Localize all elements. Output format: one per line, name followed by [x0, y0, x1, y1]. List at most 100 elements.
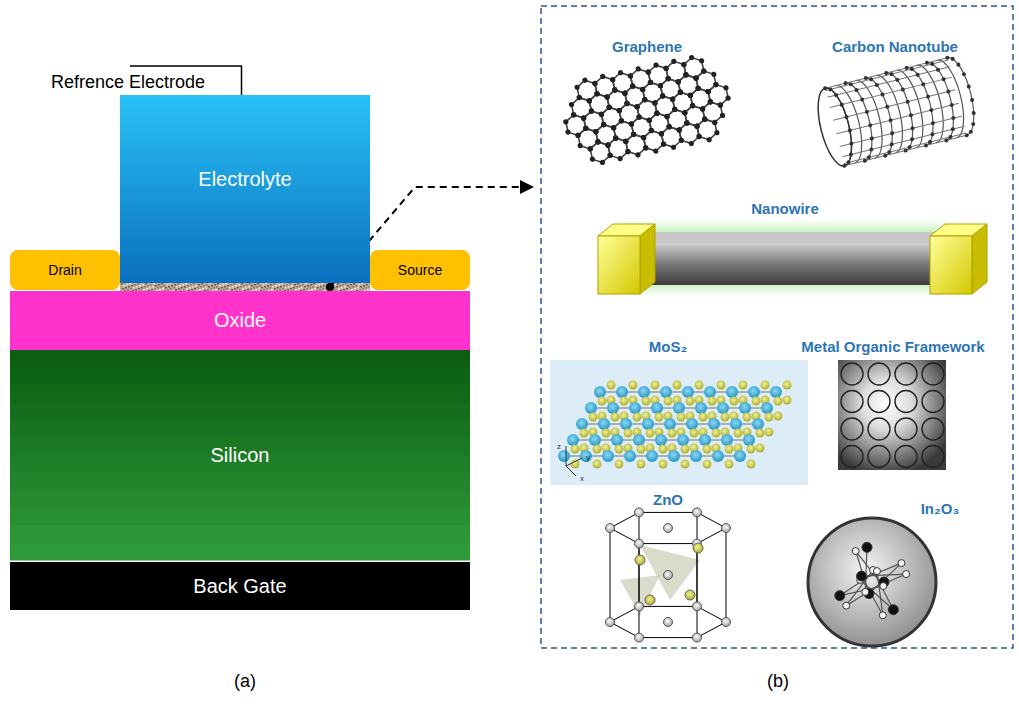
atom	[645, 595, 655, 605]
sensing-grain	[129, 283, 131, 285]
sensing-grain	[121, 283, 123, 285]
molybdenum-atom	[598, 418, 610, 430]
electrode-label: Refrence Electrode	[51, 72, 205, 93]
carbon-atom	[576, 94, 582, 100]
pore	[868, 418, 890, 440]
sensing-grain	[278, 284, 280, 286]
carbon-atom	[946, 89, 951, 94]
sensing-grain	[225, 283, 227, 285]
sensing-grain	[125, 287, 127, 289]
pore	[922, 363, 944, 385]
carbon-atom	[630, 83, 636, 89]
sensing-grain	[248, 286, 250, 288]
carbon-atom	[664, 113, 670, 119]
carbon-atom	[696, 133, 702, 139]
sensing-grain	[232, 286, 234, 288]
zno-art	[606, 508, 731, 642]
atom	[693, 633, 702, 642]
carbon-atom	[689, 103, 695, 109]
tube-line	[840, 116, 962, 146]
carbon-atom	[586, 98, 592, 104]
sensing-grain	[299, 285, 301, 287]
sensing-grain	[179, 285, 181, 287]
sensing-grain	[235, 285, 237, 287]
carbon-atom	[583, 125, 589, 131]
node-label: Electrolyte	[198, 168, 291, 191]
sensing-grain	[349, 287, 351, 289]
sulfur-atom	[624, 429, 633, 438]
sulfur-atom	[681, 460, 690, 469]
carbon-atom	[675, 79, 681, 85]
sensing-grain	[193, 283, 195, 285]
sensing-grain	[286, 284, 288, 286]
material-title: ZnO	[653, 491, 683, 508]
carbon-atom	[657, 83, 663, 89]
carbon-atom	[627, 73, 633, 79]
hexagon	[618, 102, 640, 126]
wire-body	[640, 243, 930, 285]
carbon-atom	[676, 127, 682, 133]
carbon-atom	[612, 87, 618, 93]
sensing-grain	[222, 284, 224, 286]
atom	[873, 568, 880, 575]
sensing-grain	[245, 287, 247, 289]
sensing-grain	[297, 283, 299, 285]
carbon-atom	[618, 118, 624, 124]
arrow-head	[520, 180, 534, 194]
carbon-atom	[646, 117, 652, 123]
atom	[635, 508, 644, 517]
carbon-atom	[618, 118, 624, 124]
carbon-atom	[949, 103, 954, 108]
sensing-grain	[264, 286, 266, 288]
sensing-grain	[306, 288, 308, 290]
sensing-grain	[145, 283, 147, 285]
silicon-band	[10, 385, 470, 403]
sensing-grain	[272, 286, 274, 288]
carbon-atom	[907, 145, 912, 150]
silicon-band	[10, 543, 470, 561]
hexagon	[630, 115, 652, 139]
carbon-atom	[689, 54, 695, 60]
carbon-atom	[671, 58, 677, 64]
carbon-atom	[652, 100, 658, 106]
carbon-atom	[694, 123, 700, 129]
molybdenum-atom	[558, 450, 570, 462]
carbon-atom	[885, 104, 890, 109]
sulfur-atom	[725, 445, 734, 454]
carbon-atom	[611, 125, 617, 131]
sensing-grain	[336, 286, 338, 288]
sensing-grain	[241, 283, 243, 285]
tetrahedron	[620, 575, 660, 615]
molybdenum-atom	[664, 418, 676, 430]
carbon-atom	[640, 134, 646, 140]
wire-top	[640, 232, 945, 243]
carbon-atom	[652, 100, 658, 106]
sulfur-atom	[721, 413, 730, 422]
nanowire-art	[598, 224, 987, 294]
sensing-grain	[337, 283, 339, 285]
carbon-atom	[571, 112, 577, 118]
tube-line	[833, 90, 955, 120]
sensing-grain	[163, 285, 165, 287]
carbon-atom	[712, 119, 718, 125]
atom	[835, 591, 845, 601]
sensing-grain	[304, 286, 306, 288]
carbon-atom	[581, 115, 587, 121]
sensing-grain	[275, 285, 277, 287]
sensing-grain	[266, 288, 268, 290]
sensing-grain	[355, 285, 357, 287]
sulfur-atom	[593, 460, 602, 469]
carbon-atom	[670, 144, 676, 150]
carbon-atom	[695, 85, 701, 91]
sensing-grain	[122, 288, 124, 290]
sensing-grain	[362, 288, 364, 290]
carbon-atom	[588, 108, 594, 114]
sensing-grain	[305, 283, 307, 285]
carbon-atom	[600, 73, 606, 79]
carbon-atom	[929, 108, 934, 113]
carbon-atom	[612, 87, 618, 93]
sensing-grain	[153, 283, 155, 285]
pore	[895, 363, 917, 385]
carbon-atom	[622, 90, 628, 96]
sulfur-atom	[717, 381, 726, 390]
